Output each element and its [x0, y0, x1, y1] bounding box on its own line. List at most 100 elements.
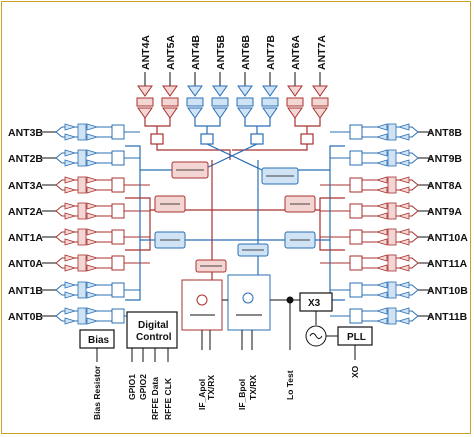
amplifier-chain	[330, 149, 432, 167]
digital-control-label-2: Control	[136, 332, 172, 343]
amplifier-chain	[42, 281, 140, 299]
amplifier-symbol	[86, 149, 99, 157]
amplifier-symbol	[64, 133, 77, 141]
amplifier-chain	[330, 307, 432, 325]
antenna-label-left: ANT2A	[8, 206, 43, 218]
antenna-label-right: ANT9A	[427, 206, 462, 218]
amplifier-symbol	[86, 291, 99, 299]
amplifier-symbol	[375, 228, 388, 236]
phase-shifter-symbol	[77, 281, 87, 299]
switch-symbol	[349, 124, 363, 140]
bottom-pin-labels: Bias Resistor GPIO1 GPIO2 RFFE Data RFFE…	[92, 365, 360, 420]
antenna-label-left: ANT2B	[8, 153, 43, 165]
amplifier-chain	[330, 123, 432, 141]
amplifier-symbol	[375, 281, 388, 289]
amplifier-symbol	[397, 264, 410, 272]
amplifier-chain	[320, 228, 432, 246]
antenna-label-top: ANT6B	[240, 35, 252, 70]
phase-shifter-symbol	[77, 307, 87, 325]
amplifier-chain	[330, 281, 432, 299]
amplifier-symbol	[64, 264, 77, 272]
amplifier-symbol	[64, 238, 77, 246]
switch-symbol	[111, 150, 125, 166]
antenna-label-top: ANT7B	[265, 35, 277, 70]
switch-symbol	[349, 282, 363, 298]
amplifier-symbol	[86, 307, 99, 315]
antenna-label-left: ANT3B	[8, 127, 43, 139]
switch-symbol	[349, 177, 363, 193]
amplifier-symbol	[375, 238, 388, 246]
right-amplifier-chains	[320, 123, 432, 325]
amplifier-symbol	[375, 264, 388, 272]
amplifier-chain	[42, 202, 150, 220]
pin-tx-rx-a: TX/RX	[206, 375, 216, 400]
phase-shifter-symbol	[77, 254, 87, 272]
amplifier-symbol	[375, 202, 388, 210]
x3-block: X3	[290, 292, 333, 325]
amplifier-symbol	[86, 212, 99, 220]
amplifier-symbol	[64, 123, 77, 131]
amplifier-symbol	[64, 291, 77, 299]
amplifier-symbol	[64, 159, 77, 167]
antenna-label-right: ANT11B	[427, 311, 468, 323]
amplifier-symbol	[375, 159, 388, 167]
antenna-label-left: ANT1B	[8, 285, 43, 297]
amplifier-symbol	[397, 123, 410, 131]
top-amplifier-chains	[136, 85, 329, 171]
amplifier-chain	[42, 307, 140, 325]
phase-shifter-symbol	[77, 149, 87, 167]
amplifier-chain	[42, 123, 140, 141]
amplifier-symbol	[64, 212, 77, 220]
switch-symbol	[111, 308, 125, 324]
left-antenna-labels: ANT3B ANT2B ANT3A ANT2A ANT1A ANT0A ANT1…	[8, 127, 43, 323]
amplifier-symbol	[375, 317, 388, 325]
pin-gpio1: GPIO1	[127, 374, 137, 400]
amplifier-symbol	[64, 149, 77, 157]
switch-symbol	[349, 203, 363, 219]
center-routing-network	[125, 145, 345, 301]
antenna-label-top: ANT7A	[316, 35, 328, 70]
switch-symbol	[349, 229, 363, 245]
antenna-label-top: ANT4B	[190, 35, 202, 70]
amplifier-symbol	[375, 123, 388, 131]
switch-symbol	[111, 203, 125, 219]
pin-rffe-clk: RFFE CLK	[163, 377, 173, 420]
amplifier-symbol	[86, 133, 99, 141]
phase-shifter-symbol	[77, 176, 87, 194]
phase-shifter-symbol	[387, 149, 397, 167]
amplifier-symbol	[375, 133, 388, 141]
phase-shifter-symbol	[387, 123, 397, 141]
phase-shifter-symbol	[387, 202, 397, 220]
amplifier-symbol	[86, 238, 99, 246]
pin-if-bpol: IF_Bpol	[237, 379, 247, 410]
center-amplifier-blocks	[154, 161, 316, 273]
amplifier-symbol	[86, 123, 99, 131]
switch-symbol	[349, 255, 363, 271]
digital-control-block: Digital Control	[126, 311, 178, 362]
vco-symbol	[305, 325, 338, 347]
amplifier-symbol	[397, 228, 410, 236]
amplifier-symbol	[86, 159, 99, 167]
amplifier-symbol	[375, 186, 388, 194]
phase-shifter-symbol	[387, 176, 397, 194]
left-amplifier-chains	[42, 123, 150, 325]
antenna-label-top: ANT4A	[140, 35, 152, 70]
amplifier-symbol	[375, 149, 388, 157]
amplifier-symbol	[64, 186, 77, 194]
antenna-label-right: ANT11A	[427, 258, 468, 270]
amplifier-symbol	[86, 228, 99, 236]
amplifier-symbol	[64, 176, 77, 184]
amplifier-symbol	[86, 281, 99, 289]
switch-symbol	[111, 255, 125, 271]
antenna-label-top: ANT5B	[215, 35, 227, 70]
phase-shifter-symbol	[77, 228, 87, 246]
phase-shifter-symbol	[387, 281, 397, 299]
pin-lo-test: Lo Test	[285, 370, 295, 400]
amplifier-symbol	[375, 176, 388, 184]
amplifier-symbol	[397, 202, 410, 210]
amplifier-chain	[42, 254, 150, 272]
amplifier-chain	[320, 176, 432, 194]
amplifier-symbol	[64, 281, 77, 289]
